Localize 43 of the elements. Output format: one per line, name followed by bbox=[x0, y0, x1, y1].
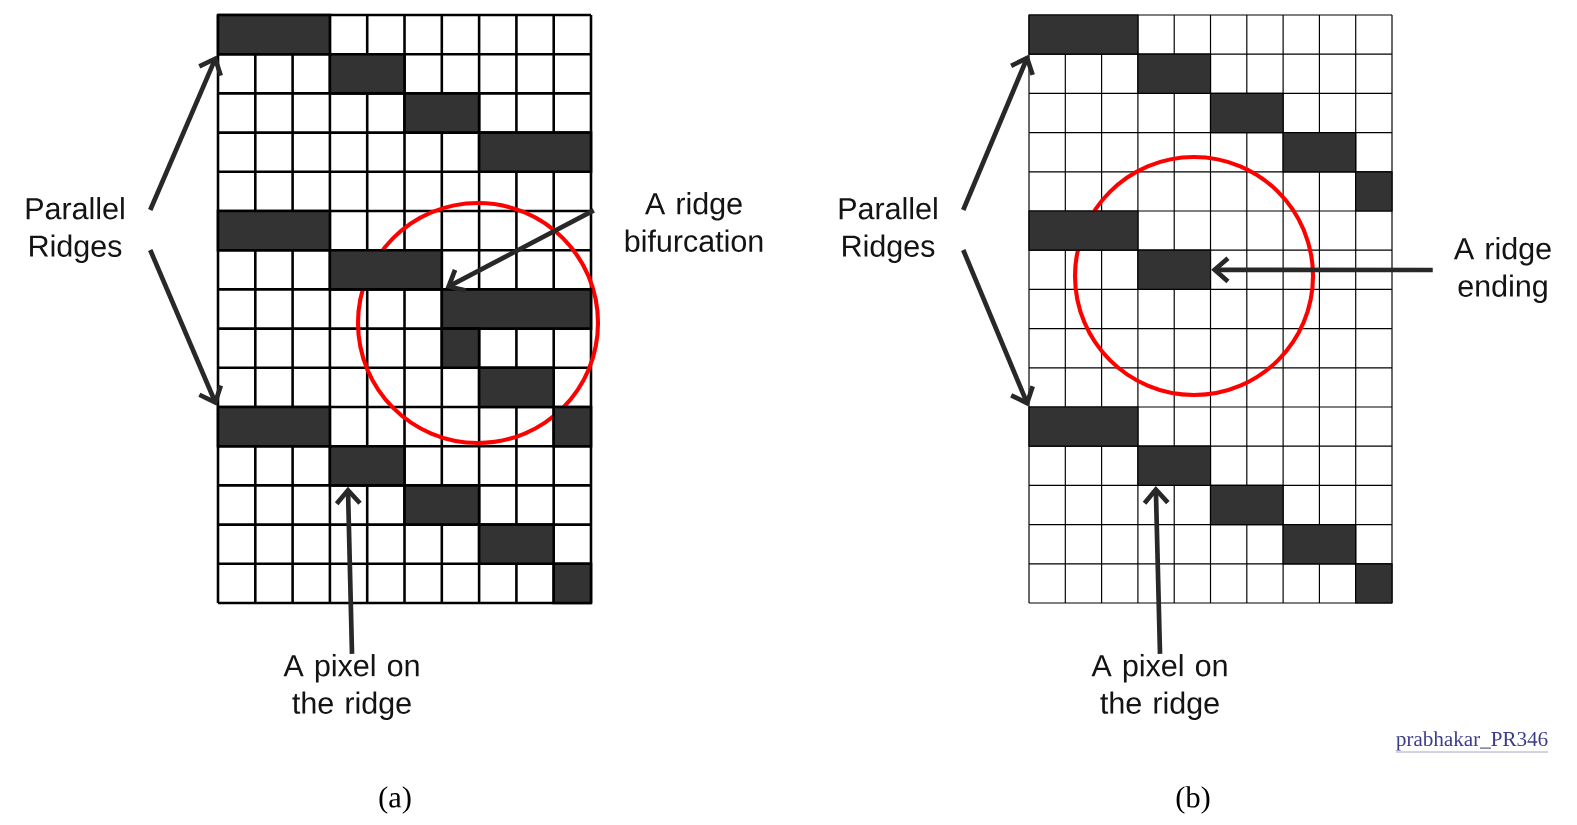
arrow bbox=[961, 249, 1035, 407]
ridge-pixel bbox=[552, 562, 593, 605]
ridge-segment bbox=[328, 248, 444, 291]
ridge-segment bbox=[216, 13, 332, 56]
source-link: prabhakar_PR346 bbox=[1395, 731, 1549, 753]
ridge-segment bbox=[1137, 445, 1212, 486]
ridge-segment bbox=[1028, 406, 1139, 447]
ridge-segment bbox=[1209, 92, 1284, 134]
ridge-segment bbox=[403, 92, 481, 134]
ridge-segment bbox=[1209, 484, 1284, 526]
callout-text: Parallel Ridges bbox=[839, 197, 937, 263]
arrow bbox=[148, 249, 224, 406]
ridge-segment bbox=[1282, 132, 1357, 173]
callout-text: A pixel on the ridge bbox=[283, 654, 419, 720]
ridge-segment bbox=[1137, 53, 1212, 94]
ridge-pixel bbox=[1355, 563, 1393, 604]
ridge-segment bbox=[216, 209, 332, 252]
arrow bbox=[445, 208, 595, 293]
ridge-pixel bbox=[1355, 171, 1393, 212]
ridge-segment bbox=[1028, 210, 1139, 251]
ridge-segment bbox=[1137, 249, 1212, 290]
ridge-segment bbox=[477, 523, 555, 566]
callout-text: A ridge ending bbox=[1453, 237, 1551, 303]
ridge-segment bbox=[1028, 14, 1139, 55]
arrow bbox=[1142, 486, 1170, 654]
ridge-segment bbox=[403, 484, 481, 526]
arrow bbox=[1211, 256, 1433, 284]
ridge-pixel bbox=[552, 405, 593, 448]
ridge-segment bbox=[328, 444, 406, 487]
ridge-segment bbox=[477, 131, 593, 174]
ridge-segment bbox=[1282, 524, 1357, 565]
ridge-pixel bbox=[440, 327, 481, 370]
panel-label: (b) bbox=[1176, 786, 1210, 814]
arrow bbox=[148, 55, 223, 211]
ridge-segment bbox=[216, 405, 332, 448]
callout-text: A pixel on the ridge bbox=[1091, 654, 1227, 720]
arrow bbox=[334, 486, 362, 654]
ridge-segment bbox=[477, 366, 555, 409]
ridge-segment bbox=[328, 52, 406, 95]
callout-text: A ridge bifurcation bbox=[625, 192, 763, 252]
panel-label: (a) bbox=[379, 786, 411, 814]
arrow bbox=[961, 54, 1035, 211]
callout-text: Parallel Ridges bbox=[26, 197, 124, 263]
